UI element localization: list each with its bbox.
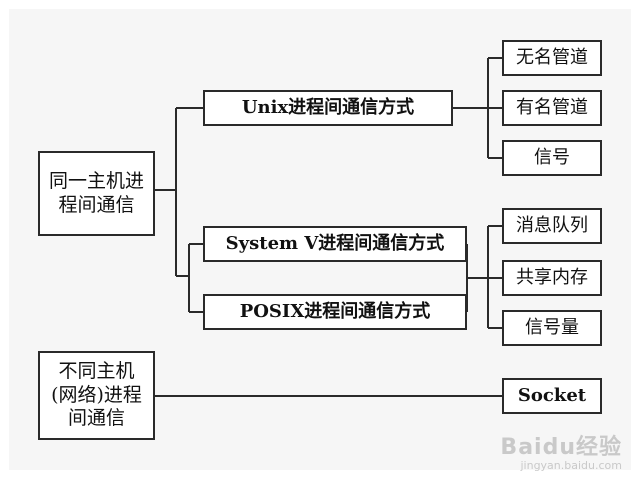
node-system-v-ipc: System V进程间通信方式 (203, 226, 467, 262)
node-semaphore-label: 信号量 (525, 316, 579, 338)
baidu-watermark: Baidu经验 jingyan.baidu.com (500, 434, 622, 472)
node-socket-label: Socket (517, 384, 587, 406)
node-unnamed-pipe-label: 无名管道 (516, 46, 588, 68)
node-signal: 信号 (502, 140, 602, 176)
node-same-host-ipc: 同一主机进 程间通信 (38, 151, 155, 236)
node-posix-ipc-label: POSIX进程间通信方式 (239, 300, 431, 322)
node-same-host-line1: 同一主机进 (48, 169, 144, 192)
node-signal-label: 信号 (534, 146, 570, 168)
node-different-host-line1: 不同主机 (58, 359, 135, 382)
node-different-host-ipc: 不同主机 (网络)进程 间通信 (38, 351, 155, 440)
node-named-pipe: 有名管道 (502, 90, 602, 126)
node-semaphore: 信号量 (502, 310, 602, 346)
node-different-host-line2: (网络)进程 (51, 383, 142, 406)
node-unix-ipc: Unix进程间通信方式 (203, 90, 453, 126)
node-shared-memory: 共享内存 (502, 260, 602, 296)
node-message-queue: 消息队列 (502, 208, 602, 244)
node-unix-ipc-label: Unix进程间通信方式 (241, 96, 415, 118)
node-different-host-line3: 间通信 (67, 407, 125, 430)
watermark-url: jingyan.baidu.com (520, 458, 622, 472)
node-posix-ipc: POSIX进程间通信方式 (203, 294, 467, 330)
node-shared-memory-label: 共享内存 (516, 266, 588, 288)
node-same-host-line2: 程间通信 (58, 193, 135, 216)
node-named-pipe-label: 有名管道 (516, 96, 588, 118)
node-unnamed-pipe: 无名管道 (502, 40, 602, 76)
node-socket: Socket (502, 378, 602, 414)
watermark-logo: Baidu经验 (500, 434, 622, 460)
node-system-v-ipc-label: System V进程间通信方式 (225, 232, 445, 254)
node-message-queue-label: 消息队列 (516, 214, 588, 236)
